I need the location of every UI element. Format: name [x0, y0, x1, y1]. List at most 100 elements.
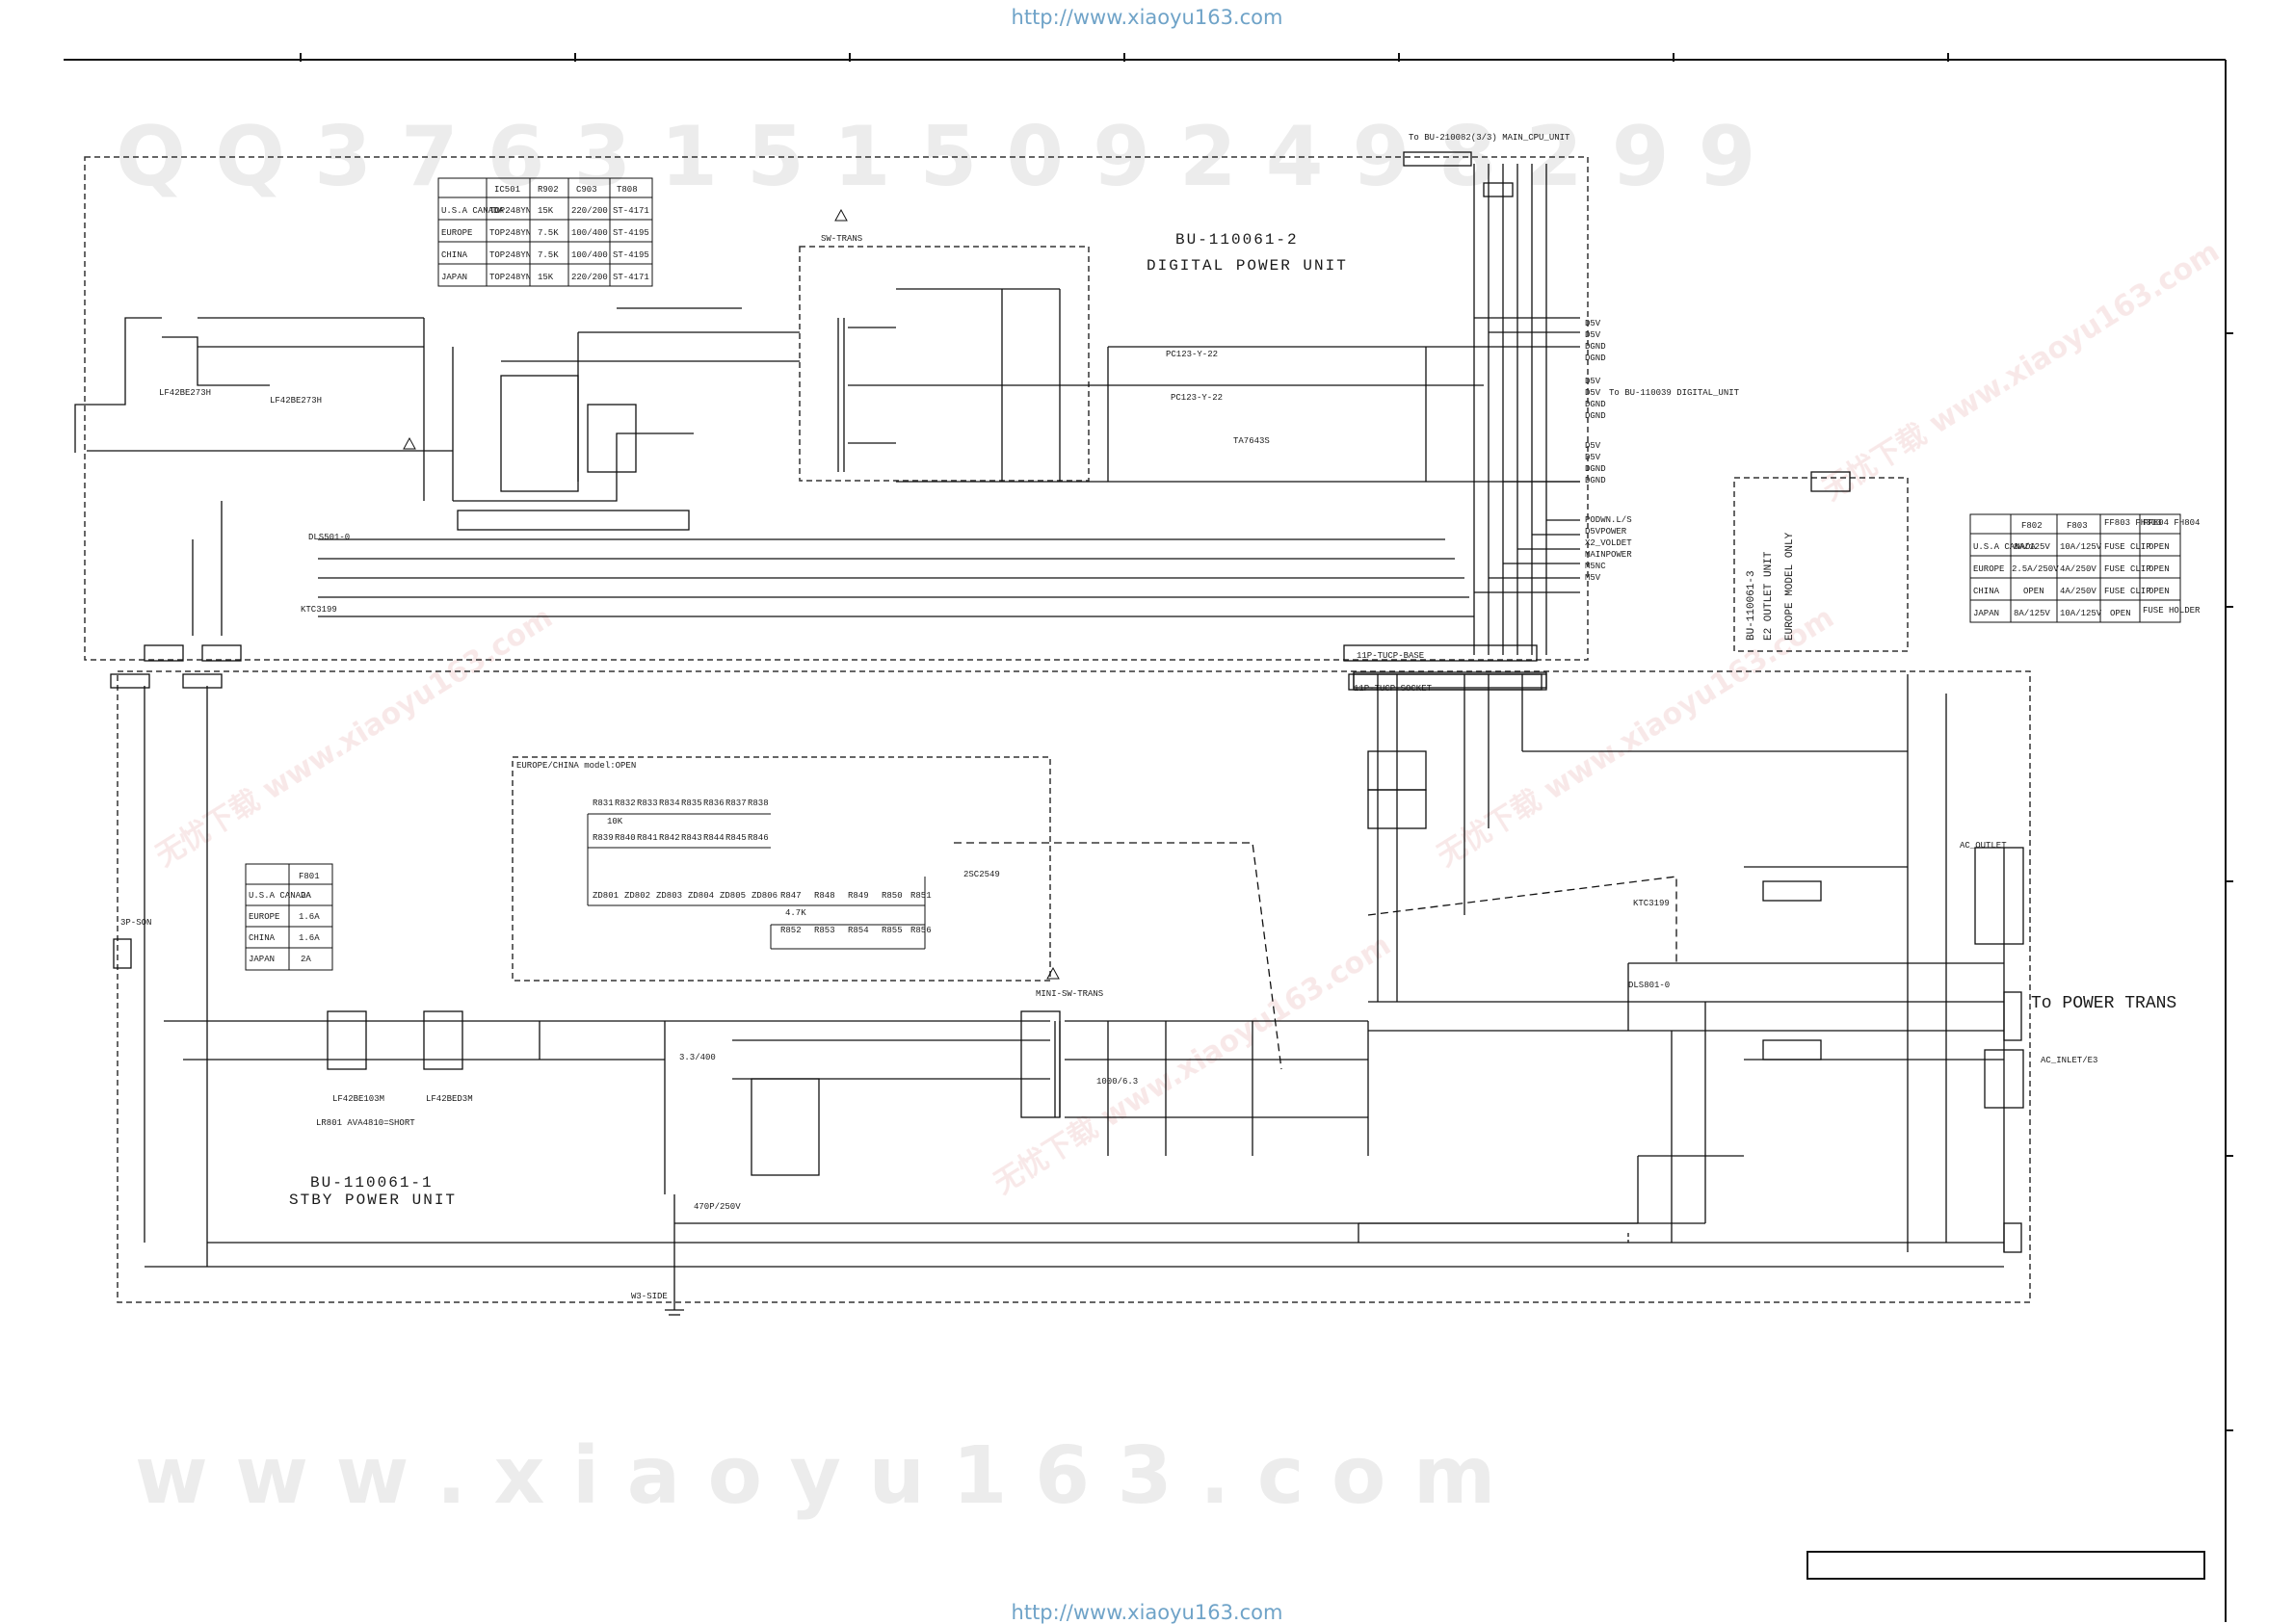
zener-label: ZD806	[751, 891, 778, 901]
net-label: DGND	[1585, 476, 1606, 485]
title-block	[1806, 1551, 2205, 1580]
fuse-cell: FUSE CLIP	[2104, 564, 2151, 574]
model-cell: ST-4171	[613, 273, 649, 282]
warning-icon	[403, 208, 1060, 980]
fuse-cell: FUSE CLIP	[2104, 587, 2151, 596]
model-region: EUROPE	[441, 228, 472, 238]
net-labels: D5V D5V DGND DGND D5V D5V DGND DGND D5V …	[1585, 319, 1632, 583]
signal-label: M5V	[1585, 573, 1601, 583]
fuse-cell: OPEN	[2149, 587, 2170, 596]
net-label: DGND	[1585, 400, 1606, 409]
net-label: D5V	[1585, 388, 1601, 398]
signal-label: D5VPOWER	[1585, 527, 1627, 537]
net-label: D5V	[1585, 453, 1601, 462]
lr801-note: LR801 AVA4810=SHORT	[316, 1118, 415, 1128]
model-cell: 15K	[538, 206, 554, 216]
array-r-label: R837	[725, 799, 747, 808]
net-label: D5V	[1585, 441, 1601, 451]
fuse-cell: 8A/125V	[2014, 609, 2050, 618]
header-url[interactable]: http://www.xiaoyu163.com	[1011, 6, 1283, 29]
array-r-label: R841	[637, 833, 658, 843]
part-label-tr802: KTC3199	[1633, 899, 1670, 908]
cn-socket-label: 11P-TUCP-SOCKET	[1354, 684, 1433, 694]
fuse-cell: 4A/250V	[2060, 564, 2096, 574]
model-cell: 100/400	[571, 250, 608, 260]
page-frame	[64, 53, 2233, 1622]
fuse-table: F802 F803 FF803 FH803 FF804 FH804 U.S.A …	[1969, 513, 2201, 623]
model-cell: TOP248YN	[489, 206, 531, 216]
array-r-label: R840	[615, 833, 636, 843]
model-cell: 100/400	[571, 228, 608, 238]
part-label-ic302: PC123-Y-22	[1166, 350, 1218, 359]
to-main-cpu-label: To BU-210082(3/3) MAIN_CPU_UNIT	[1409, 133, 1570, 143]
array-r-label: R855	[882, 926, 903, 935]
model-header-t808: T808	[617, 185, 638, 195]
net-label: DGND	[1585, 464, 1606, 474]
net-label: D5V	[1585, 319, 1601, 328]
fuse-cell: 8A/125V	[2014, 542, 2050, 552]
fuse-region: EUROPE	[1973, 564, 2004, 574]
model-region: U.S.A CANADA	[441, 206, 504, 216]
part-label-l901: LF42BE273H	[159, 388, 211, 398]
net-label: DGND	[1585, 342, 1606, 352]
wiring	[74, 151, 2024, 1316]
array-r-label: R852	[780, 926, 802, 935]
array-r-label: R846	[748, 833, 769, 843]
part-labels: LF42BE273H LF42BE273H LF42BE103M LF42BED…	[120, 350, 1670, 1301]
fuse-region: JAPAN	[1973, 609, 1999, 618]
array-r-label: R833	[637, 799, 658, 808]
to-digital-unit-label: To BU-110039 DIGITAL_UNIT	[1609, 388, 1740, 398]
fuse-cell: OPEN	[2023, 587, 2044, 596]
standby-unit-code: BU-110061-1	[310, 1174, 434, 1192]
part-label-cn821: 3P-SON	[120, 918, 151, 928]
signal-label: PODWN.L/S	[1585, 515, 1632, 525]
zener-label: ZD803	[656, 891, 682, 901]
array-r-label: R839	[593, 833, 614, 843]
array-r-label: R853	[814, 926, 835, 935]
fuse-header: FF803 FH803	[2104, 518, 2161, 528]
zener-label: ZD805	[720, 891, 746, 901]
net-label: D5V	[1585, 377, 1601, 386]
fuse-cell: FUSE HOLDER	[2143, 606, 2201, 616]
array-r-label: R832	[615, 799, 636, 808]
ac-inlet-label: AC_INLET/E3	[2041, 1056, 2097, 1065]
f801-cell: 1.6A	[299, 912, 320, 922]
fuse-cell: OPEN	[2110, 609, 2131, 618]
model-cell: 15K	[538, 273, 554, 282]
footer-url[interactable]: http://www.xiaoyu163.com	[1011, 1601, 1283, 1624]
model-header-ic501: IC501	[494, 185, 520, 195]
model-cell: TOP248YN	[489, 250, 531, 260]
array-r-label: R848	[814, 891, 835, 901]
model-cell: 220/200	[571, 206, 608, 216]
part-label-tr901: KTC3199	[301, 605, 337, 615]
fuse-cell: OPEN	[2149, 564, 2170, 574]
model-region: JAPAN	[441, 273, 467, 282]
part-label-c804: 3.3/400	[679, 1053, 716, 1062]
standby-unit-name: STBY POWER UNIT	[289, 1192, 457, 1209]
fuse-header: FF804 FH804	[2143, 518, 2200, 528]
f801-header: F801	[299, 872, 320, 881]
outlet-unit-name: E2 OUTLET UNIT	[1763, 551, 1775, 641]
watermark-chinese-1: 无忧下载 www.xiaoyu163.com	[150, 601, 559, 874]
part-label-tr801: 2SC2549	[963, 870, 1000, 879]
ac-outlet-label: AC_OUTLET	[1960, 841, 2007, 851]
array-r-label: R843	[681, 833, 702, 843]
resistor-array: R831 R832 R833 R834 R835 R836 R837 R838 …	[587, 799, 932, 950]
part-label-l802: LF42BED3M	[426, 1094, 473, 1104]
digital-unit-code: BU-110061-2	[1175, 231, 1299, 249]
model-cell: TOP248YN	[489, 228, 531, 238]
fuse-cell: 4A/250V	[2060, 587, 2096, 596]
part-label-c808: 1000/6.3	[1096, 1077, 1138, 1087]
fuse-header: F802	[2021, 521, 2043, 531]
fuse-cell: 10A/125V	[2060, 542, 2102, 552]
fuse-header: F803	[2067, 521, 2088, 531]
to-power-trans-label: To POWER TRANS	[2031, 994, 2176, 1013]
fuse-cell: OPEN	[2149, 542, 2170, 552]
model-table: IC501 R902 C903 T808 U.S.A CANADA TOP248…	[437, 177, 653, 287]
model-cell: 220/200	[571, 273, 608, 282]
array-r-label: R836	[703, 799, 725, 808]
model-region: CHINA	[441, 250, 468, 260]
sw-trans-label: SW-TRANS	[821, 234, 862, 244]
model-cell: 7.5K	[538, 250, 559, 260]
